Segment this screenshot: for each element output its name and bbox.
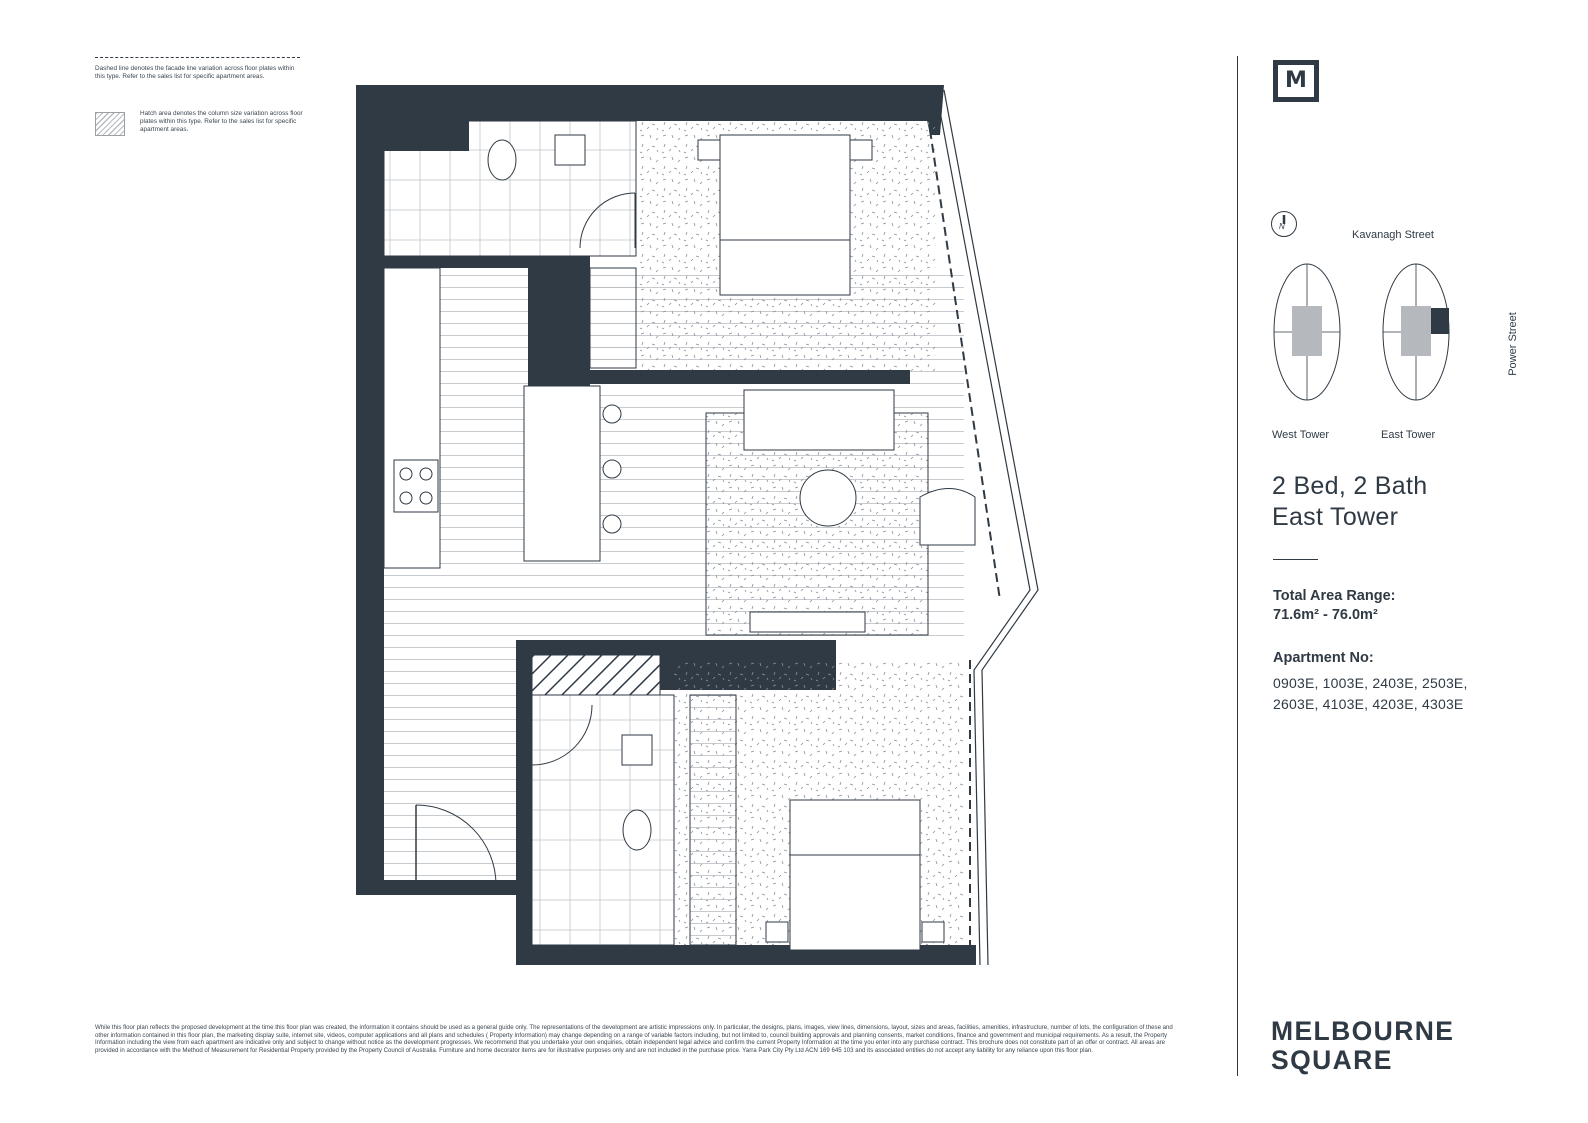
street-kavanagh: Kavanagh Street — [1352, 229, 1434, 241]
heading-rule — [1273, 559, 1318, 560]
street-power: Power Street — [1506, 312, 1519, 376]
apartment-type-line1: 2 Bed, 2 Bath — [1272, 472, 1428, 500]
apartment-no-label: Apartment No: — [1273, 650, 1374, 666]
area-value: 71.6m² - 76.0m² — [1273, 607, 1378, 623]
apartment-type-line2: East Tower — [1272, 503, 1399, 531]
compass-north-icon: N — [1271, 211, 1297, 237]
brand-line2: SQUARE — [1271, 1045, 1393, 1075]
apartment-no-line2: 2603E, 4103E, 4203E, 4303E — [1273, 696, 1464, 712]
disclaimer-text: While this floor plan reflects the propo… — [95, 1024, 1173, 1054]
brand-line1: MELBOURNE — [1271, 1016, 1455, 1046]
dashed-line-legend-text: Dashed line denotes the facade line vari… — [95, 65, 295, 81]
apartment-no-line1: 0903E, 1003E, 2403E, 2503E, — [1273, 675, 1468, 691]
hatch-legend-text: Hatch area denotes the column size varia… — [140, 110, 303, 134]
compass-letter: N — [1279, 222, 1285, 231]
panel-divider — [1237, 56, 1238, 1076]
west-tower-label: West Tower — [1272, 429, 1330, 441]
east-tower-label: East Tower — [1381, 429, 1436, 441]
hatch-legend-swatch — [95, 112, 125, 136]
area-label: Total Area Range: — [1273, 588, 1396, 604]
tower-keyplan-diagram — [1273, 263, 1450, 401]
m-logo-icon: M — [1273, 60, 1319, 102]
dashed-line-legend-swatch — [95, 57, 300, 58]
floor-plan-drawing — [356, 85, 1039, 966]
